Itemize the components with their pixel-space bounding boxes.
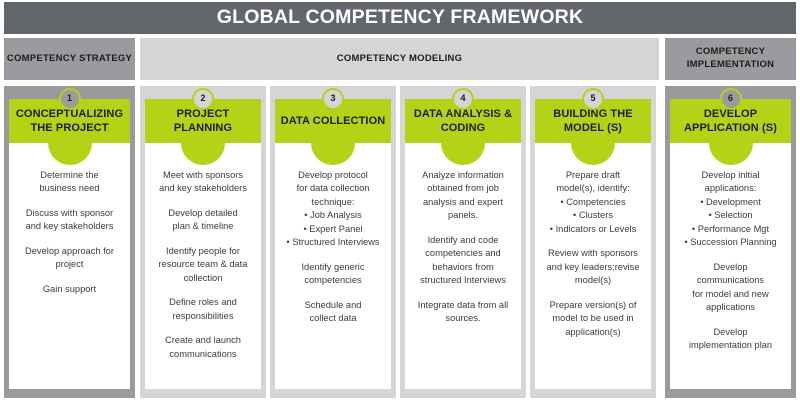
step-task-block: Create and launch communications (165, 335, 241, 359)
step-number: 3 (330, 93, 336, 104)
green-half-disc-icon (571, 143, 615, 165)
step-body-4: Analyze information obtained from job an… (405, 143, 521, 389)
step-number: 5 (590, 93, 596, 104)
step-task-block: Develop approach for project (25, 245, 114, 270)
green-half-disc-icon (311, 143, 355, 165)
step-number: 1 (66, 93, 72, 104)
step-task-block: Develop detailed plan & timeline (168, 207, 238, 232)
step-task-block: Prepare draft model(s), identify: • Comp… (549, 170, 637, 234)
green-half-disc-icon (181, 143, 225, 165)
step-number-badge-3: 3 (322, 88, 344, 110)
step-header-2: 2 PROJECT PLANNING (145, 88, 261, 143)
step-number-badge-2: 2 (192, 88, 214, 110)
step-task-block: Develop communications for model and new… (692, 261, 769, 313)
green-half-disc-icon (441, 143, 485, 165)
step-task-block: Analyze information obtained from job an… (422, 170, 504, 221)
step-column-footer (530, 389, 656, 398)
phase-band-competency-strategy: COMPETENCY STRATEGY (4, 38, 135, 80)
step-body-3: Develop protocol for data collection tec… (275, 143, 391, 389)
step-heading: PROJECT PLANNING (173, 107, 233, 134)
phase-band-row: COMPETENCY STRATEGY COMPETENCY MODELING … (4, 38, 796, 80)
step-column-3: 3 DATA COLLECTION Develop protocol for d… (270, 86, 396, 398)
step-header-4: 4 DATA ANALYSIS & CODING (405, 88, 521, 143)
step-task-block: Gain support (42, 283, 97, 294)
green-half-disc-icon (47, 143, 92, 165)
phase-band-label: COMPETENCY STRATEGY (6, 52, 133, 64)
step-heading: DATA ANALYSIS & CODING (413, 107, 513, 134)
step-column-5: 5 BUILDING THE MODEL (S) Prepare draft m… (530, 86, 656, 398)
step-task-block: Develop implementation plan (688, 326, 773, 351)
step-heading: CONCEPTUALIZING THE PROJECT (15, 107, 124, 134)
step-task-block: Identify and code competencies and behav… (420, 234, 506, 286)
step-column-1: 1 CONCEPTUALIZING THE PROJECT Determine … (4, 86, 135, 398)
step-column-4: 4 DATA ANALYSIS & CODING Analyze informa… (400, 86, 526, 398)
step-task-block: Review with sponsors and key leaders;rev… (546, 248, 640, 286)
step-task-block: Integrate data from all sources. (417, 299, 509, 324)
step-heading: BUILDING THE MODEL (S) (553, 107, 633, 134)
step-body-5: Prepare draft model(s), identify: • Comp… (535, 143, 651, 389)
step-header-5: 5 BUILDING THE MODEL (S) (535, 88, 651, 143)
phase-band-label: COMPETENCY IMPLEMENTATION (686, 46, 775, 70)
green-half-disc-icon (708, 143, 753, 165)
step-body-6: Develop initial applications: • Developm… (670, 143, 791, 389)
diagram-title: GLOBAL COMPETENCY FRAMEWORK (216, 6, 584, 29)
step-column-footer (400, 389, 526, 398)
step-header-1: 1 CONCEPTUALIZING THE PROJECT (9, 88, 130, 143)
step-column-footer (270, 389, 396, 398)
step-number-badge-1: 1 (58, 88, 81, 110)
phase-band-competency-implementation: COMPETENCY IMPLEMENTATION (665, 38, 796, 80)
step-number-badge-6: 6 (719, 88, 742, 110)
step-number: 2 (200, 93, 206, 104)
step-task-block: Determine the business need (39, 170, 100, 194)
phase-band-label: COMPETENCY MODELING (336, 52, 463, 64)
step-column-6: 6 DEVELOP APPLICATION (S) Develop initia… (665, 86, 796, 398)
step-number-badge-5: 5 (582, 88, 604, 110)
step-heading: DEVELOP APPLICATION (S) (684, 107, 777, 134)
step-body-2: Meet with sponsors and key stakeholders … (145, 143, 261, 389)
step-task-block: Develop protocol for data collection tec… (286, 170, 380, 248)
step-header-6: 6 DEVELOP APPLICATION (S) (670, 88, 791, 143)
step-task-block: Discuss with sponsor and key stakeholder… (25, 207, 114, 232)
diagram-title-bar: GLOBAL COMPETENCY FRAMEWORK (4, 2, 796, 34)
step-columns: 1 CONCEPTUALIZING THE PROJECT Determine … (4, 86, 796, 398)
step-number: 6 (727, 93, 733, 104)
step-column-2: 2 PROJECT PLANNING Meet with sponsors an… (140, 86, 266, 398)
step-column-footer (665, 389, 796, 398)
step-number: 4 (460, 93, 466, 104)
step-header-3: 3 DATA COLLECTION (275, 88, 391, 143)
step-number-badge-4: 4 (452, 88, 474, 110)
step-column-footer (140, 389, 266, 398)
step-task-block: Prepare version(s) of model to be used i… (549, 299, 637, 337)
phase-band-competency-modeling: COMPETENCY MODELING (140, 38, 659, 80)
step-column-footer (4, 389, 135, 398)
step-task-block: Define roles and responsibilities (169, 297, 237, 321)
step-body-1: Determine the business need Discuss with… (9, 143, 130, 389)
step-task-block: Meet with sponsors and key stakeholders (159, 170, 247, 194)
step-task-block: Develop initial applications: • Developm… (684, 170, 777, 248)
step-task-block: Identify generic competencies (301, 261, 365, 286)
step-heading: DATA COLLECTION (280, 114, 386, 127)
step-task-block: Identify people for resource team & data… (158, 245, 248, 283)
step-task-block: Schedule and collect data (304, 299, 362, 324)
